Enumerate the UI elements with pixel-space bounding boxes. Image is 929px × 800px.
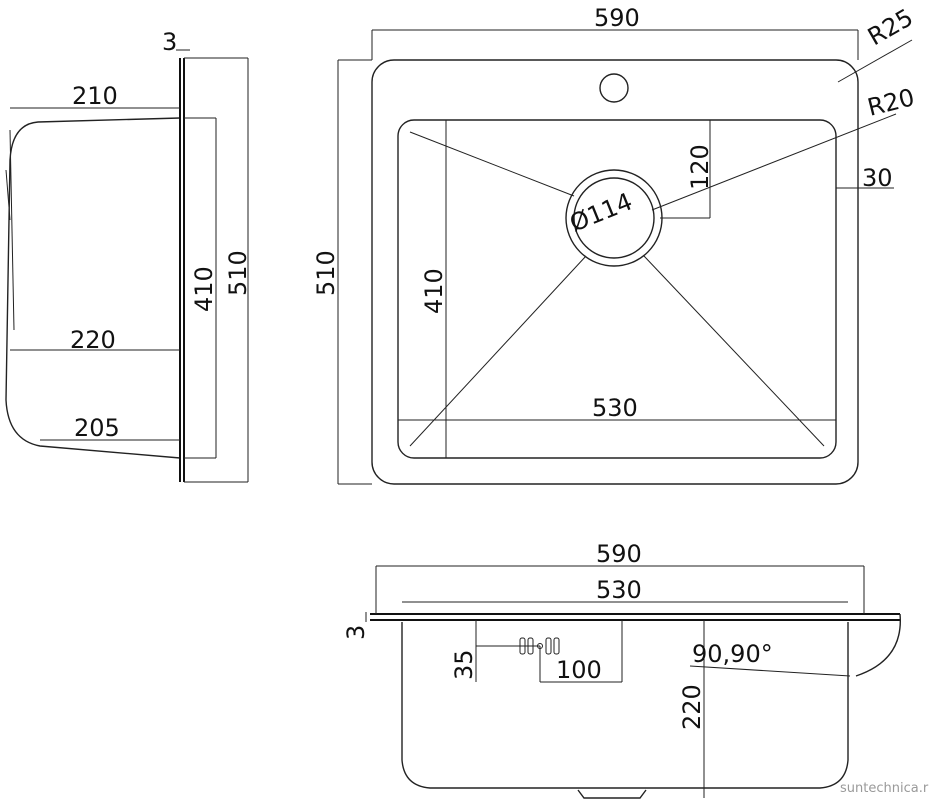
dim-label-220-front: 220: [678, 684, 706, 730]
dim-label-410-side: 410: [190, 266, 218, 312]
dim-label-35: 35: [450, 649, 478, 680]
slope-line-top-left: [409, 131, 575, 197]
front-view: 590 530 3 35 100 90,90° 220: [342, 540, 901, 799]
overflow-slot-2: [527, 637, 534, 655]
side-view: 3 210 220 205 410 510: [5, 28, 252, 483]
dim-label-205: 205: [74, 414, 120, 442]
front-view-rim-curve: [855, 613, 901, 677]
dim-label-3-front: 3: [342, 625, 370, 640]
dim-label-530-top: 530: [592, 394, 638, 422]
slope-line-bottom-right: [643, 255, 825, 447]
overflow-slot-3: [545, 637, 552, 655]
dim-label-220-side: 220: [70, 326, 116, 354]
dim-label-angle: 90,90°: [692, 640, 773, 668]
dim-label-drain-diameter: Ø114: [566, 187, 636, 237]
dim-label-100: 100: [556, 656, 602, 684]
dim-label-590-top: 590: [594, 4, 640, 32]
dim-label-510-side: 510: [224, 250, 252, 296]
front-view-bowl-outline: [401, 622, 849, 789]
dim-label-530-front: 530: [596, 576, 642, 604]
dim-label-590-front: 590: [596, 540, 642, 568]
dim-label-3-side: 3: [162, 28, 177, 56]
overflow-slot-1: [519, 637, 526, 655]
dim-label-210: 210: [72, 82, 118, 110]
slope-line-bottom-left: [409, 255, 587, 447]
faucet-hole: [599, 73, 629, 103]
side-view-bowl-outline: [5, 117, 181, 459]
front-view-drain-stub: [577, 789, 647, 799]
dim-label-120: 120: [686, 144, 714, 190]
dim-label-510-top: 510: [312, 250, 340, 296]
leader-r20: [651, 113, 897, 211]
dim-line-angle: [689, 665, 851, 677]
overflow-slot-4: [553, 637, 560, 655]
dim-label-410-top: 410: [420, 268, 448, 314]
dim-label-30: 30: [862, 164, 893, 192]
top-view-bowl: [397, 119, 837, 459]
top-view-outer-rim: [371, 59, 859, 485]
top-view: 590 R25 R20 120 Ø114 30 510 410 530: [312, 3, 918, 485]
dim-label-r20: R20: [865, 83, 918, 122]
dim-label-r25: R25: [863, 3, 918, 51]
side-view-drain-edge: [5, 169, 11, 221]
watermark: suntechnica.ru: [840, 781, 929, 796]
side-view-inner-curve: [9, 129, 15, 331]
drain-inner: [573, 177, 655, 259]
leader-r25: [837, 39, 913, 83]
